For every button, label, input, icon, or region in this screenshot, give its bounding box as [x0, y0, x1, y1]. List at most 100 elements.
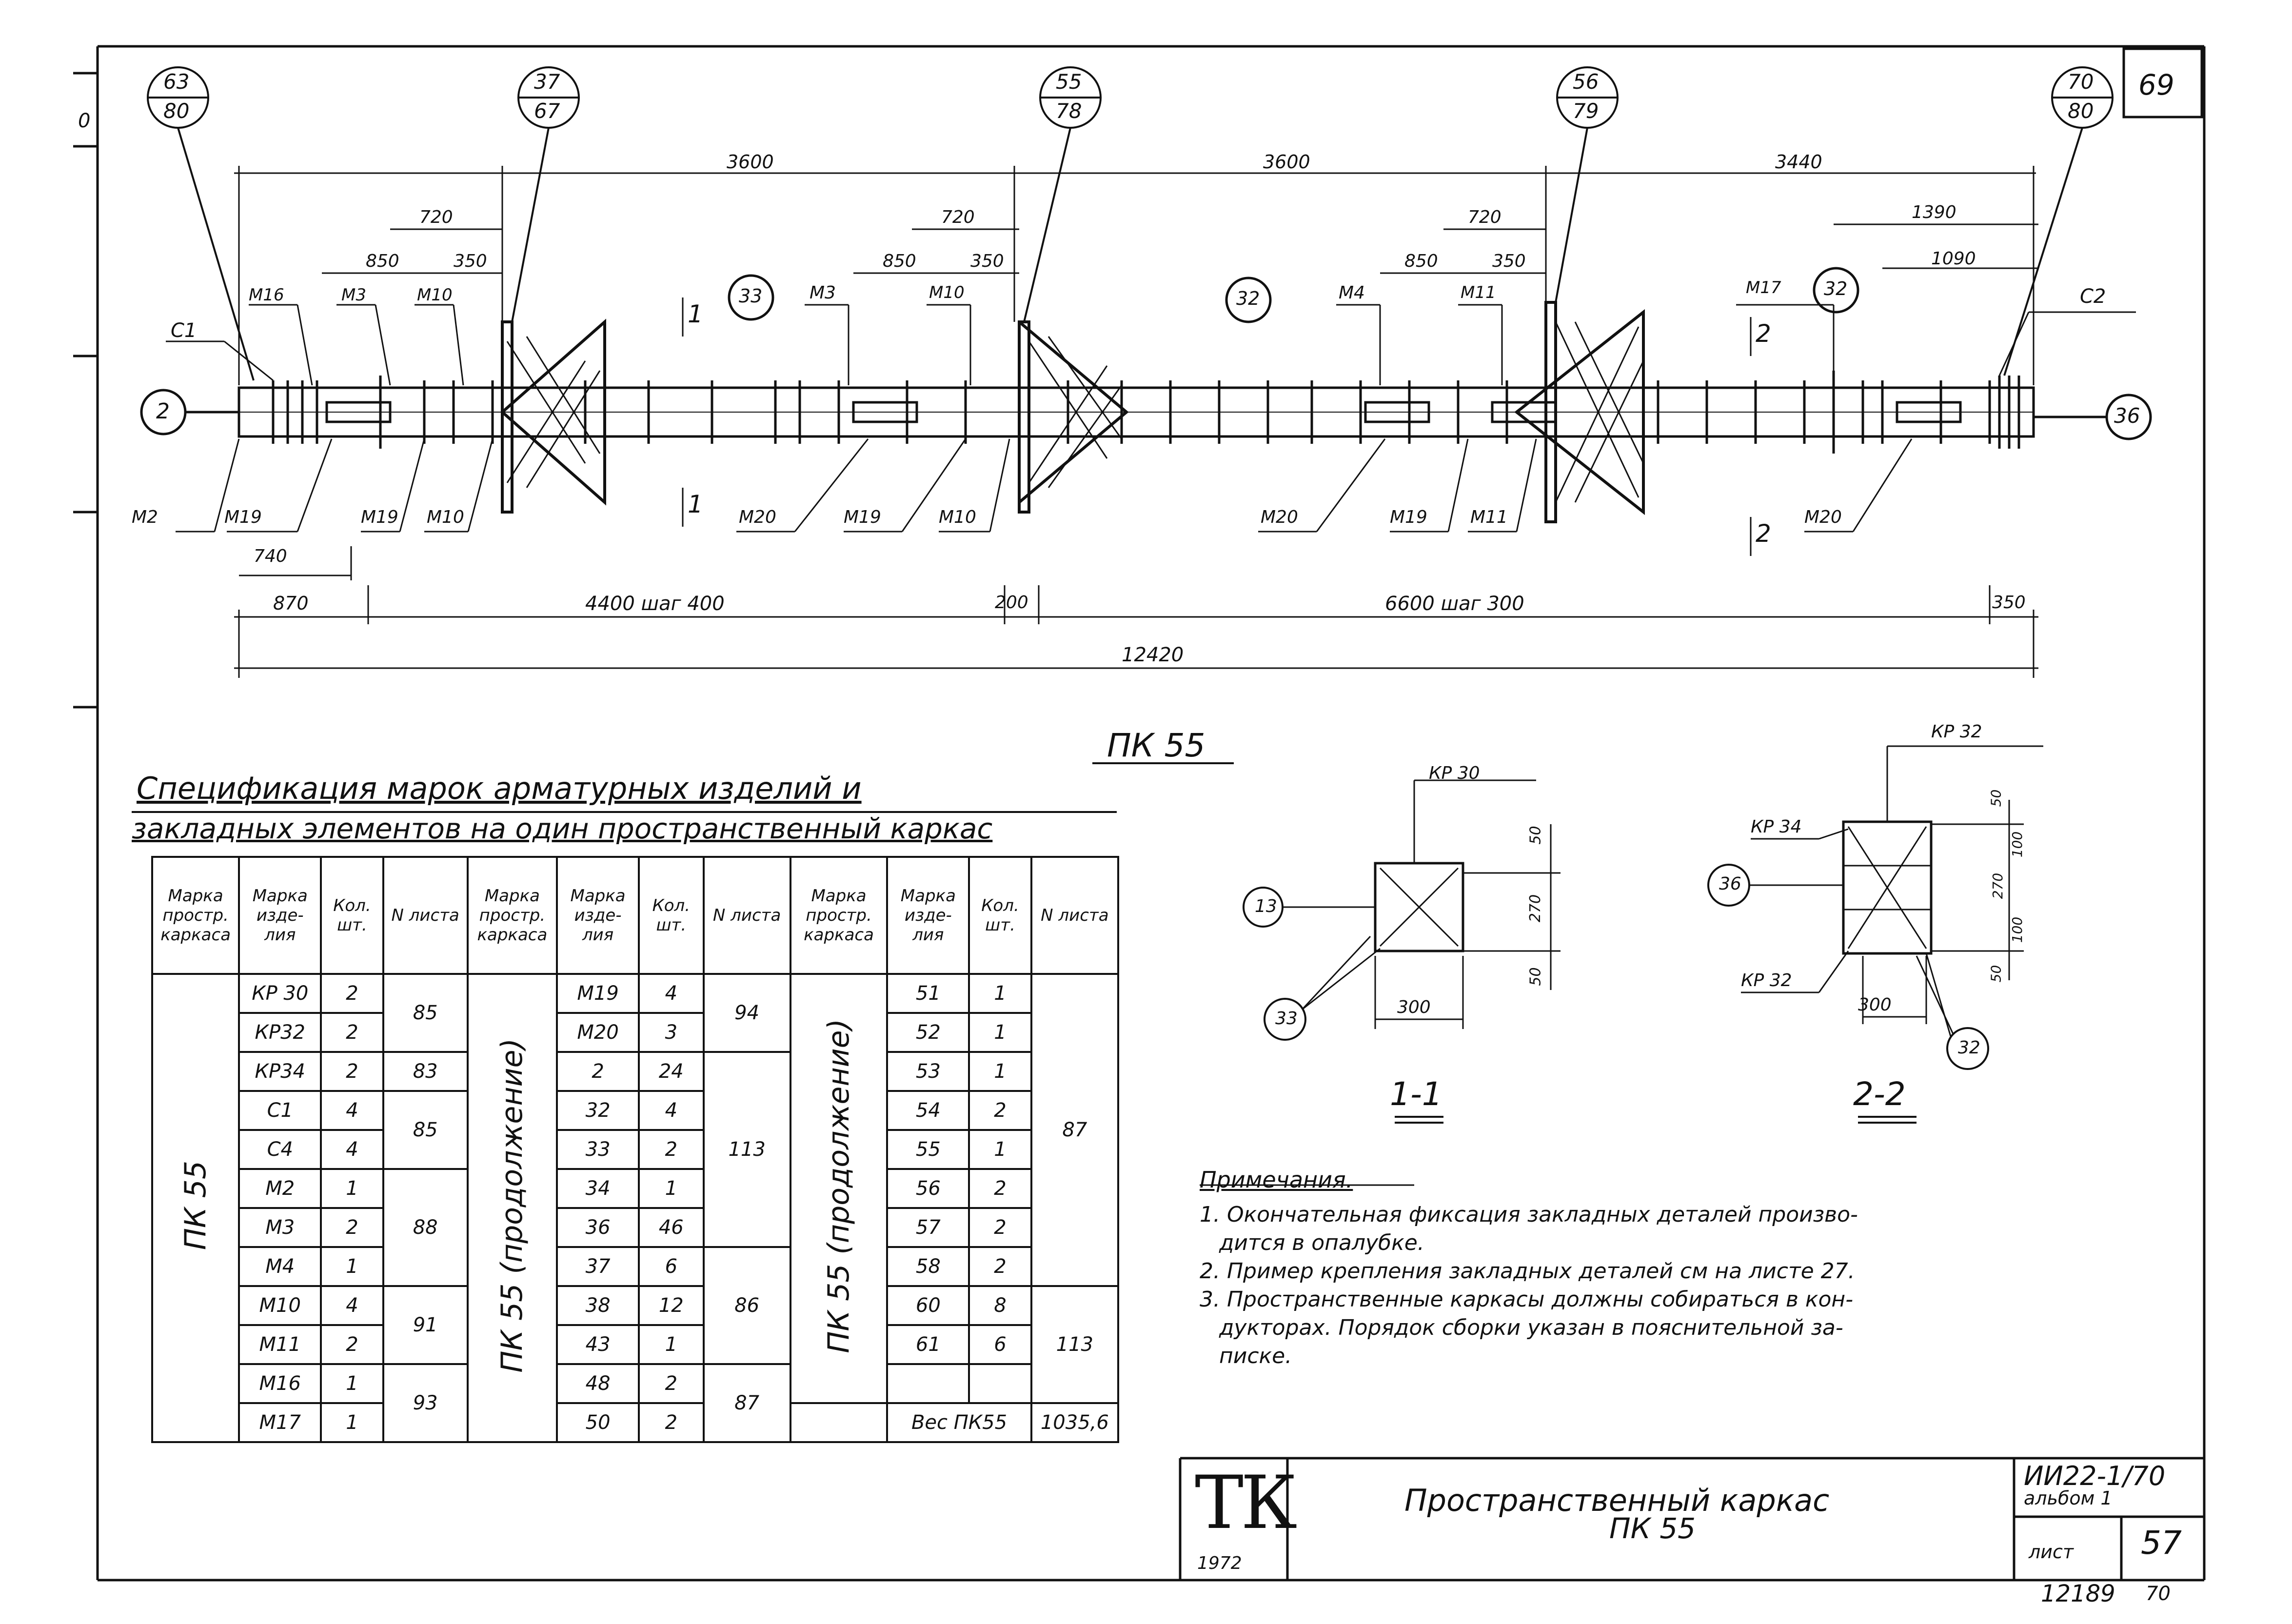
cell-qty: [968, 1363, 1032, 1404]
cell-qty: 2: [638, 1363, 705, 1404]
dim-3440: 3440: [1775, 151, 1822, 173]
cell-qty: 4: [320, 1285, 384, 1326]
label-m20-a: М20: [739, 507, 776, 527]
sheet-number-corner: 69: [2138, 68, 2174, 101]
section1-title: 1-1: [1390, 1075, 1442, 1113]
callout-70-top: 70: [2068, 70, 2094, 94]
group-label-3: ПК 55 (продолжение): [789, 973, 889, 1404]
weight-value: 1035,6: [1030, 1402, 1120, 1443]
callout-56-top: 56: [1573, 70, 1599, 94]
label-m19-c: М19: [844, 507, 881, 527]
section1-dim-50b: 50: [1527, 967, 1544, 986]
cell-qty: 2: [320, 1207, 384, 1248]
label-m4: М4: [1339, 283, 1365, 303]
note-3b: дукторах. Порядок сборки указан в поясни…: [1219, 1315, 1843, 1340]
cell-mark: 2: [556, 1051, 640, 1092]
cell-qty: 24: [638, 1051, 705, 1092]
dim-350-b: 350: [970, 251, 1004, 271]
note-3c: писке.: [1219, 1344, 1292, 1368]
dim-12420: 12420: [1122, 644, 1184, 666]
dim-870: 870: [273, 593, 309, 614]
tk-logo: ТК: [1195, 1461, 1297, 1545]
dim-3600-b: 3600: [1263, 151, 1310, 173]
label-m19-a: М19: [224, 507, 262, 527]
dim-850-c: 850: [1404, 251, 1438, 271]
titleblock-title1: Пространственный каркас: [1404, 1483, 1830, 1518]
cell-qty: 4: [320, 1090, 384, 1131]
section1-dim-270: 270: [1527, 894, 1544, 923]
group-label-2: ПК 55 (продолжение): [466, 973, 558, 1443]
label-m20-c: М20: [1804, 507, 1842, 527]
cell-sheet: 87: [1030, 973, 1120, 1287]
cell-mark: М10: [238, 1285, 322, 1326]
cell-qty: 46: [638, 1207, 705, 1248]
cell-mark: М3: [238, 1207, 322, 1248]
label-m3-a: М3: [341, 285, 366, 305]
circle-32a: 32: [1236, 288, 1260, 309]
hdr-frame-1: Марка простр. каркаса: [151, 856, 240, 975]
cell-qty: 1: [320, 1168, 384, 1209]
callout-55-top: 55: [1056, 70, 1082, 94]
cell-qty: 1: [638, 1168, 705, 1209]
dim-350-end: 350: [1992, 593, 2026, 613]
label-m3-b: М3: [810, 283, 836, 303]
dim-720-c: 720: [1468, 207, 1502, 227]
cell-mark: КР 30: [238, 973, 322, 1014]
titleblock-sheet-label: лист: [2029, 1541, 2074, 1563]
cell-mark: 50: [556, 1402, 640, 1443]
cell-sheet: 94: [702, 973, 791, 1053]
hdr-item-1: Марка изде- лия: [238, 856, 322, 975]
cell-mark: 38: [556, 1285, 640, 1326]
hdr-item-2: Марка изде- лия: [556, 856, 640, 975]
dim-850-b: 850: [883, 251, 916, 271]
cell-mark: 51: [886, 973, 970, 1014]
cell-qty: 2: [968, 1246, 1032, 1287]
cell-mark: КР34: [238, 1051, 322, 1092]
cell-sheet: 91: [382, 1285, 469, 1365]
dim-740: 740: [254, 546, 287, 566]
titleblock-sheet-value: 57: [2141, 1524, 2182, 1562]
cell-qty: 1: [320, 1363, 384, 1404]
cell-qty: 1: [320, 1246, 384, 1287]
label-m11-b: М11: [1470, 507, 1508, 527]
note-3a: 3. Пространственные каркасы должны собир…: [1200, 1287, 1854, 1312]
section2-title: 2-2: [1853, 1075, 1906, 1113]
cell-mark: 36: [556, 1207, 640, 1248]
label-m10-c: М10: [929, 283, 965, 302]
section1-kr30: КР 30: [1429, 763, 1480, 783]
notes-heading: Примечания.: [1200, 1167, 1353, 1193]
cell-qty: 2: [968, 1168, 1032, 1209]
callout-37-bottom: 67: [534, 99, 560, 123]
label-m10-a: М10: [417, 285, 453, 305]
cell-mark: 48: [556, 1363, 640, 1404]
hdr-sheet-3: N листа: [1030, 856, 1120, 975]
dim-1390: 1390: [1912, 202, 1956, 222]
hdr-sheet-1: N листа: [382, 856, 469, 975]
label-m11-a: М11: [1461, 283, 1496, 302]
callout-70-bottom: 80: [2068, 99, 2094, 123]
section2-dim-100b: 100: [2009, 916, 2026, 943]
cell-qty: 12: [638, 1285, 705, 1326]
cell-mark: 53: [886, 1051, 970, 1092]
cell-sheet: 85: [382, 1090, 469, 1170]
weight-label: Вес ПК55: [886, 1402, 1032, 1443]
spec-title-line1: Спецификация марок арматурных изделий и: [137, 771, 862, 806]
note-1a: 1. Окончательная фиксация закладных дета…: [1200, 1202, 1858, 1227]
cell-sheet: 88: [382, 1168, 469, 1287]
cell-qty: 1: [968, 1012, 1032, 1053]
section2-dim-100a: 100: [2009, 831, 2026, 858]
hdr-qty-3: Кол. шт.: [968, 856, 1032, 975]
cell-mark: М20: [556, 1012, 640, 1053]
cell-qty: 6: [638, 1246, 705, 1287]
cell-qty: 1: [968, 1051, 1032, 1092]
cell-sheet: 83: [382, 1051, 469, 1092]
label-m19-b: М19: [361, 507, 398, 527]
cell-mark: [886, 1363, 970, 1404]
cell-mark: 61: [886, 1324, 970, 1365]
